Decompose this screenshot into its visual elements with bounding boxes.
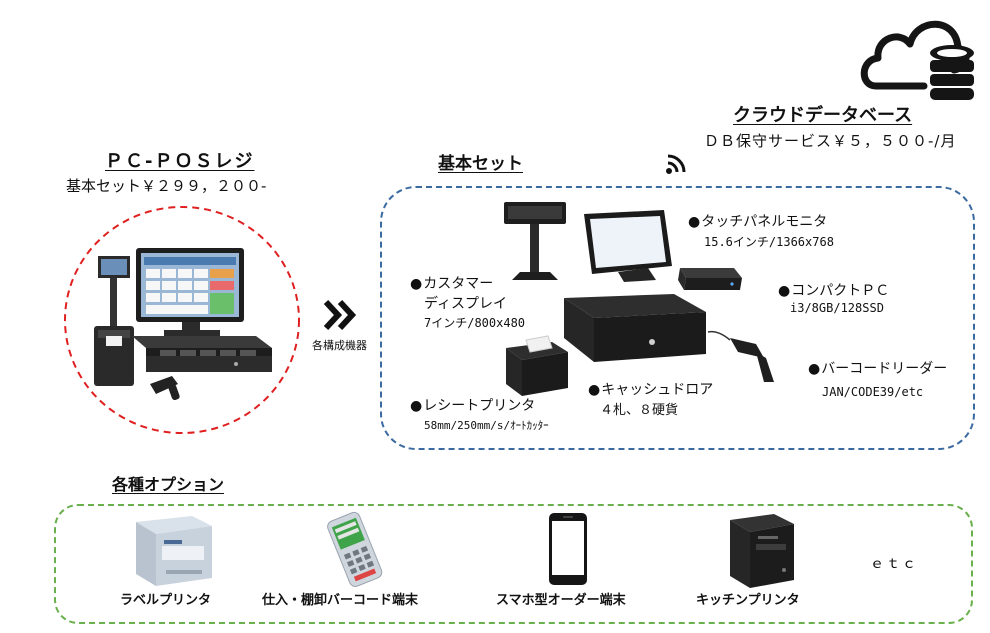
receipt-printer-label: レシートプリンタ <box>410 398 535 414</box>
customer-display-spec: 7インチ/800x480 <box>424 316 526 330</box>
cash-drawer-spec: ４札、８硬貨 <box>600 403 679 418</box>
touch-panel-monitor-image <box>578 210 676 282</box>
arrow-label: 各構成機器 <box>312 339 367 352</box>
label-printer-image <box>132 512 216 588</box>
pos-register-image <box>86 244 286 404</box>
barcode-reader-spec: JAN/CODE39/etc <box>822 385 924 399</box>
cloud-subtitle: ＤＢ保守サービス￥５，５００-/月 <box>704 132 957 150</box>
option-etc: ｅｔｃ <box>870 556 918 572</box>
receipt-printer-spec: 58mm/250mm/s/ｵｰﾄｶｯﾀｰ <box>424 419 549 432</box>
option-handy-terminal: 仕入・棚卸バーコード端末 <box>262 593 419 608</box>
kitchen-printer-image <box>724 510 798 590</box>
chevron-right-icon <box>323 299 358 331</box>
customer-display-label: カスタマー <box>410 276 493 292</box>
cloud-database-icon <box>858 8 976 100</box>
pos-register-circle <box>62 204 302 436</box>
cash-drawer-label: キャッシュドロア <box>588 382 713 398</box>
pos-title: ＰＣ-ＰＯＳレジ <box>105 151 255 172</box>
barcode-reader-label: バーコードリーダー <box>808 361 947 377</box>
cash-drawer-image <box>560 292 708 366</box>
option-smartphone-terminal: スマホ型オーダー端末 <box>496 593 626 608</box>
option-kitchen-printer: キッチンプリンタ <box>696 593 800 608</box>
wifi-icon <box>664 152 690 176</box>
customer-display-image <box>500 200 570 290</box>
customer-display-label-2: ディスプレイ <box>424 296 508 312</box>
touch-panel-monitor-spec: 15.6インチ/1366x768 <box>704 235 834 249</box>
touch-panel-monitor-label: タッチパネルモニタ <box>688 214 827 230</box>
basic-set-frame <box>380 186 975 450</box>
options-frame <box>54 504 973 624</box>
barcode-reader-image <box>707 328 784 384</box>
smartphone-image <box>548 512 588 586</box>
compact-pc-spec: i3/8GB/128SSD <box>790 301 884 315</box>
option-label-printer: ラベルプリンタ <box>120 593 212 608</box>
compact-pc-label: コンパクトＰＣ <box>778 283 889 299</box>
handy-terminal-image <box>318 511 394 587</box>
basic-set-title: 基本セット <box>438 154 523 174</box>
options-title: 各種オプション <box>112 475 225 494</box>
pos-price: 基本セット￥２９９，２００- <box>66 177 267 195</box>
cloud-title: クラウドデータベース <box>733 105 913 126</box>
compact-pc-image <box>672 266 744 294</box>
receipt-printer-image <box>500 335 572 398</box>
